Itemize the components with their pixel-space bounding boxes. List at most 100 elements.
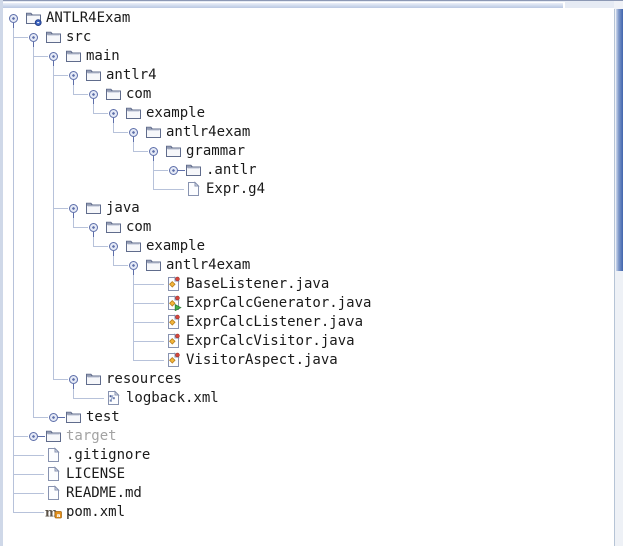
tree-row-label: src xyxy=(66,29,92,45)
tree-row[interactable]: antlr4exam xyxy=(3,123,614,142)
folder-icon xyxy=(105,219,122,235)
expander-expanded-icon[interactable] xyxy=(109,109,118,123)
tree-row[interactable]: target xyxy=(3,427,614,446)
tree-row[interactable]: java xyxy=(3,199,614,218)
expander-expanded-icon[interactable] xyxy=(69,375,78,389)
folder-icon xyxy=(85,371,102,387)
java-class-icon xyxy=(165,276,182,292)
tree-row[interactable]: ExprCalcGenerator.java xyxy=(3,294,614,313)
tree-row[interactable]: BaseListener.java xyxy=(3,275,614,294)
xml-file-icon xyxy=(105,390,122,406)
tree-row-label: target xyxy=(66,428,117,444)
tree-row[interactable]: Expr.g4 xyxy=(3,180,614,199)
file-icon xyxy=(45,447,62,463)
expander-expanded-icon[interactable] xyxy=(109,242,118,256)
tree-row[interactable]: ExprCalcListener.java xyxy=(3,313,614,332)
tree-row[interactable]: example xyxy=(3,104,614,123)
tree-row[interactable]: antlr4 xyxy=(3,66,614,85)
folder-icon xyxy=(145,257,162,273)
tree-connector-line xyxy=(113,132,128,133)
expander-expanded-icon[interactable] xyxy=(69,204,78,218)
tree-row-label: grammar xyxy=(186,143,246,159)
expander-expanded-icon[interactable] xyxy=(89,223,98,237)
tree-row[interactable]: test xyxy=(3,408,614,427)
tree-row[interactable]: VisitorAspect.java xyxy=(3,351,614,370)
tree-row-label: antlr4exam xyxy=(166,124,251,140)
expander-expanded-icon[interactable] xyxy=(129,261,138,275)
tree-row-label: README.md xyxy=(66,485,142,501)
tree-row[interactable]: com xyxy=(3,218,614,237)
tree-row[interactable]: .gitignore xyxy=(3,446,614,465)
tree-connector-line xyxy=(133,341,164,342)
svg-text:a: a xyxy=(57,513,61,519)
tree-connector-line xyxy=(53,75,68,76)
expander-collapsed-icon[interactable] xyxy=(169,166,185,175)
java-class-icon xyxy=(165,352,182,368)
tree-row[interactable]: grammar xyxy=(3,142,614,161)
scrollbar-corner xyxy=(614,0,623,9)
tree-row[interactable]: .antlr xyxy=(3,161,614,180)
tree-connector-line xyxy=(133,151,148,152)
tree-connector-line xyxy=(133,137,134,151)
expander-expanded-icon[interactable] xyxy=(49,52,58,66)
folder-icon xyxy=(125,105,142,121)
tree-connector-line xyxy=(33,42,34,417)
tree-row-label: com xyxy=(126,86,152,102)
folder-icon xyxy=(105,86,122,102)
java-class-icon xyxy=(165,314,182,330)
tree-row[interactable]: resources xyxy=(3,370,614,389)
tree-connector-line xyxy=(133,322,164,323)
tree-row[interactable]: README.md xyxy=(3,484,614,503)
tree-row[interactable]: ExprCalcVisitor.java xyxy=(3,332,614,351)
vertical-scrollbar[interactable] xyxy=(614,9,623,546)
tree-connector-line xyxy=(153,156,154,189)
tree-connector-line xyxy=(93,232,94,246)
tree-connector-line xyxy=(133,360,164,361)
file-icon xyxy=(45,485,62,501)
expander-expanded-icon[interactable] xyxy=(29,33,38,47)
tree-row-label: com xyxy=(126,219,152,235)
expander-expanded-icon[interactable] xyxy=(149,147,158,161)
tree-row[interactable]: com xyxy=(3,85,614,104)
tree-connector-line xyxy=(13,37,28,38)
tree-row-label: ANTLR4Exam xyxy=(46,10,131,26)
tree-row[interactable]: antlr4exam xyxy=(3,256,614,275)
horizontal-scrollbar[interactable] xyxy=(3,0,614,9)
tree-row-label: pom.xml xyxy=(66,504,126,520)
vertical-scrollbar-thumb[interactable] xyxy=(616,9,623,271)
tree-row-label: antlr4exam xyxy=(166,257,251,273)
expander-expanded-icon[interactable] xyxy=(89,90,98,104)
tree-row[interactable]: ANTLR4Exam xyxy=(3,9,614,28)
expander-expanded-icon[interactable] xyxy=(129,128,138,142)
tree-connector-line xyxy=(73,213,74,227)
tree-row[interactable]: src xyxy=(3,28,614,47)
expander-expanded-icon[interactable] xyxy=(9,14,18,28)
file-icon xyxy=(185,181,202,197)
tree-connector-line xyxy=(93,113,108,114)
tree-row[interactable]: main xyxy=(3,47,614,66)
tree-row[interactable]: LICENSE xyxy=(3,465,614,484)
horizontal-scrollbar-thumb[interactable] xyxy=(3,2,565,8)
tree-connector-line xyxy=(33,417,48,418)
tree-row[interactable]: logback.xml xyxy=(3,389,614,408)
tree-connector-line xyxy=(13,493,44,494)
tree-connector-line xyxy=(153,170,168,171)
tree-row-label: logback.xml xyxy=(126,390,219,406)
tree-row-label: example xyxy=(146,238,206,254)
tree-connector-line xyxy=(53,61,54,379)
tree-connector-line xyxy=(113,118,114,132)
tree-row-label: main xyxy=(86,48,120,64)
expander-expanded-icon[interactable] xyxy=(69,71,78,85)
folder-icon xyxy=(85,200,102,216)
tree-row-label: example xyxy=(146,105,206,121)
tree-row[interactable]: example xyxy=(3,237,614,256)
file-icon xyxy=(45,466,62,482)
expander-collapsed-icon[interactable] xyxy=(49,413,65,422)
folder-project-icon xyxy=(25,10,42,26)
tree-row-label: ExprCalcVisitor.java xyxy=(186,333,355,349)
expander-collapsed-icon[interactable] xyxy=(29,432,45,441)
tree-connector-line xyxy=(13,512,44,513)
